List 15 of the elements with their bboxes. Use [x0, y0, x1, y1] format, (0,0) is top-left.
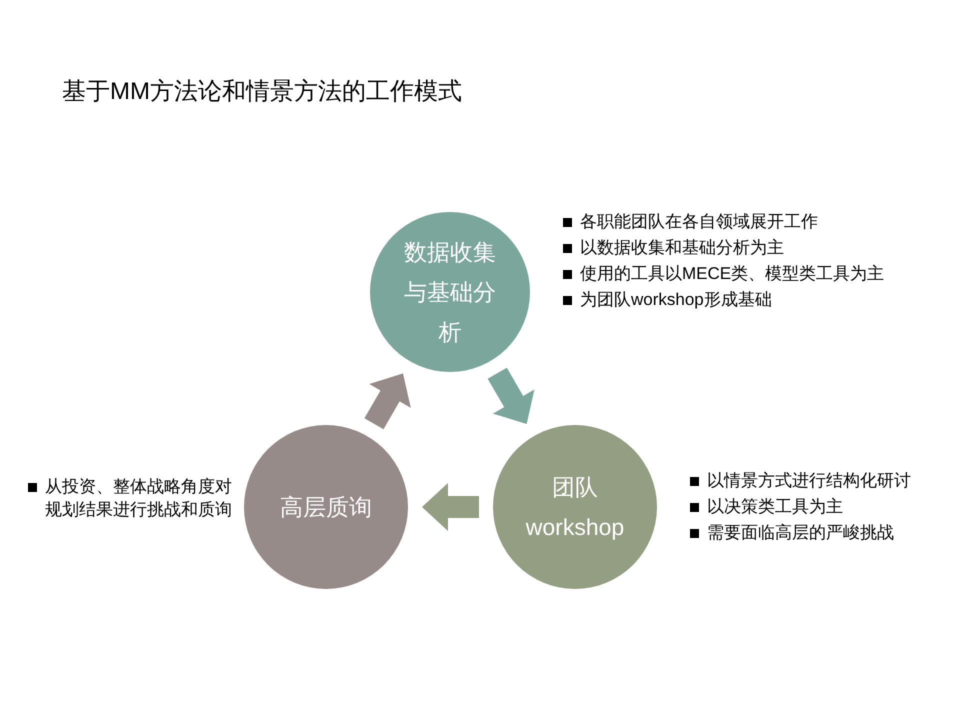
stage-label: 高层质询 — [279, 493, 373, 522]
bullet-text: 使用的工具以MECE类、模型类工具为主 — [580, 263, 884, 285]
block-arrow — [488, 368, 534, 424]
bullet-text: 从投资、整体战略角度对规划结果进行挑战和质询 — [45, 476, 233, 521]
bullet-text: 以决策类工具为主 — [707, 496, 843, 518]
block-arrow — [364, 373, 411, 430]
block-arrow — [422, 483, 479, 531]
bullet-text: 以数据收集和基础分析为主 — [580, 237, 784, 259]
bullet-text: 为团队workshop形成基础 — [580, 289, 772, 311]
title: 基于MM方法论和情景方法的工作模式 — [62, 77, 462, 107]
stage-label: 团队workshop — [524, 473, 626, 542]
stage-label: 数据收集与基础分析 — [403, 238, 497, 347]
bullet-text: 以情景方式进行结构化研讨 — [707, 470, 911, 492]
bullet-text: 需要面临高层的严峻挑战 — [707, 522, 894, 544]
bullet-text: 各职能团队在各自领域展开工作 — [580, 211, 818, 233]
